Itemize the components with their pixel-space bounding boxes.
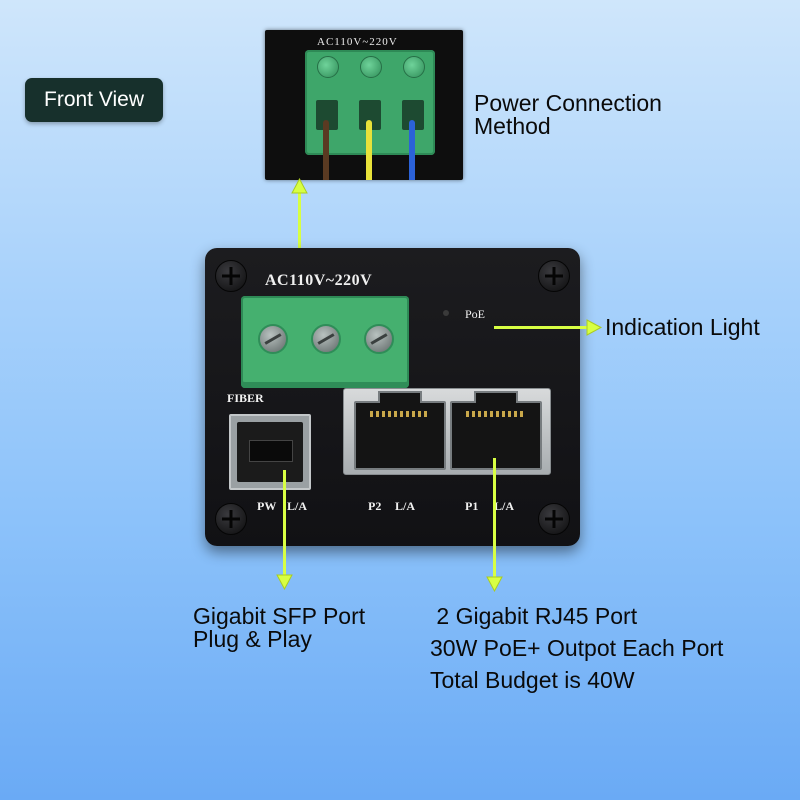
rj45-port-p2 — [354, 391, 446, 470]
la-label-sfp: L/A — [287, 499, 308, 513]
rj45-ports-housing — [343, 388, 551, 475]
pw-label: PW — [257, 499, 277, 513]
front-view-badge: Front View — [25, 78, 163, 122]
terminal-screw-icon — [258, 324, 288, 354]
rj45-arrow-line — [493, 458, 496, 580]
rj45-callout-line1: 2 Gigabit RJ45 Port — [430, 603, 638, 629]
corner-screw-icon — [215, 260, 247, 292]
rj45-pins — [466, 411, 526, 417]
corner-screw-icon — [215, 503, 247, 535]
power-arrow-head-icon — [291, 178, 308, 194]
corner-screw-icon — [538, 260, 570, 292]
sfp-port-callout-line2: Plug & Play — [193, 626, 312, 652]
sfp-slot — [249, 440, 293, 462]
yellow-wire — [366, 120, 372, 180]
rj45-notch — [474, 391, 518, 403]
inset-wire-hole — [316, 100, 338, 130]
power-arrow-line — [298, 190, 301, 278]
inset-screw-icon — [403, 56, 425, 78]
sfp-arrow-head-icon — [276, 574, 293, 590]
sfp-arrow-line — [283, 470, 286, 578]
indication-light-callout: Indication Light — [605, 314, 760, 340]
power-connection-callout-line1: Power Connection — [474, 90, 662, 116]
corner-screw-icon — [538, 503, 570, 535]
rj45-port-p1 — [450, 391, 542, 470]
rj45-callout-line3: Total Budget is 40W — [430, 667, 635, 693]
rj45-callout-line2: 30W PoE+ Outpot Each Port — [430, 635, 724, 661]
inset-screw-icon — [360, 56, 382, 78]
indication-arrow-line — [494, 326, 590, 329]
inset-wire-hole — [402, 100, 424, 130]
terminal-screw-icon — [364, 324, 394, 354]
inset-voltage-label: AC110V~220V — [317, 36, 398, 48]
fiber-label: FIBER — [227, 391, 264, 405]
poe-label: PoE — [465, 307, 486, 321]
rj45-arrow-head-icon — [486, 576, 503, 592]
poe-switch-device: AC110V~220V PoE FIBER PW L/A P2 L/A P1 L… — [205, 248, 580, 546]
la-label-p1: L/A — [494, 499, 515, 513]
inset-wire-hole — [359, 100, 381, 130]
rj45-pins — [370, 411, 430, 417]
p2-label: P2 — [368, 499, 382, 513]
brown-wire — [323, 120, 329, 180]
indication-arrow-head-icon — [586, 319, 602, 336]
poe-indicator-led — [443, 310, 449, 316]
power-connector-inset-photo: AC110V~220V — [265, 30, 463, 180]
rj45-notch — [378, 391, 422, 403]
sfp-port-callout-line1: Gigabit SFP Port — [193, 603, 366, 629]
terminal-screw-icon — [311, 324, 341, 354]
power-terminal-block — [241, 296, 409, 388]
blue-wire — [409, 120, 415, 180]
p1-label: P1 — [465, 499, 479, 513]
sfp-port-inner — [237, 422, 303, 482]
la-label-p2: L/A — [395, 499, 416, 513]
device-voltage-label: AC110V~220V — [265, 272, 373, 289]
sfp-port — [229, 414, 311, 490]
inset-screw-icon — [317, 56, 339, 78]
power-connection-callout-line2: Method — [474, 113, 551, 139]
